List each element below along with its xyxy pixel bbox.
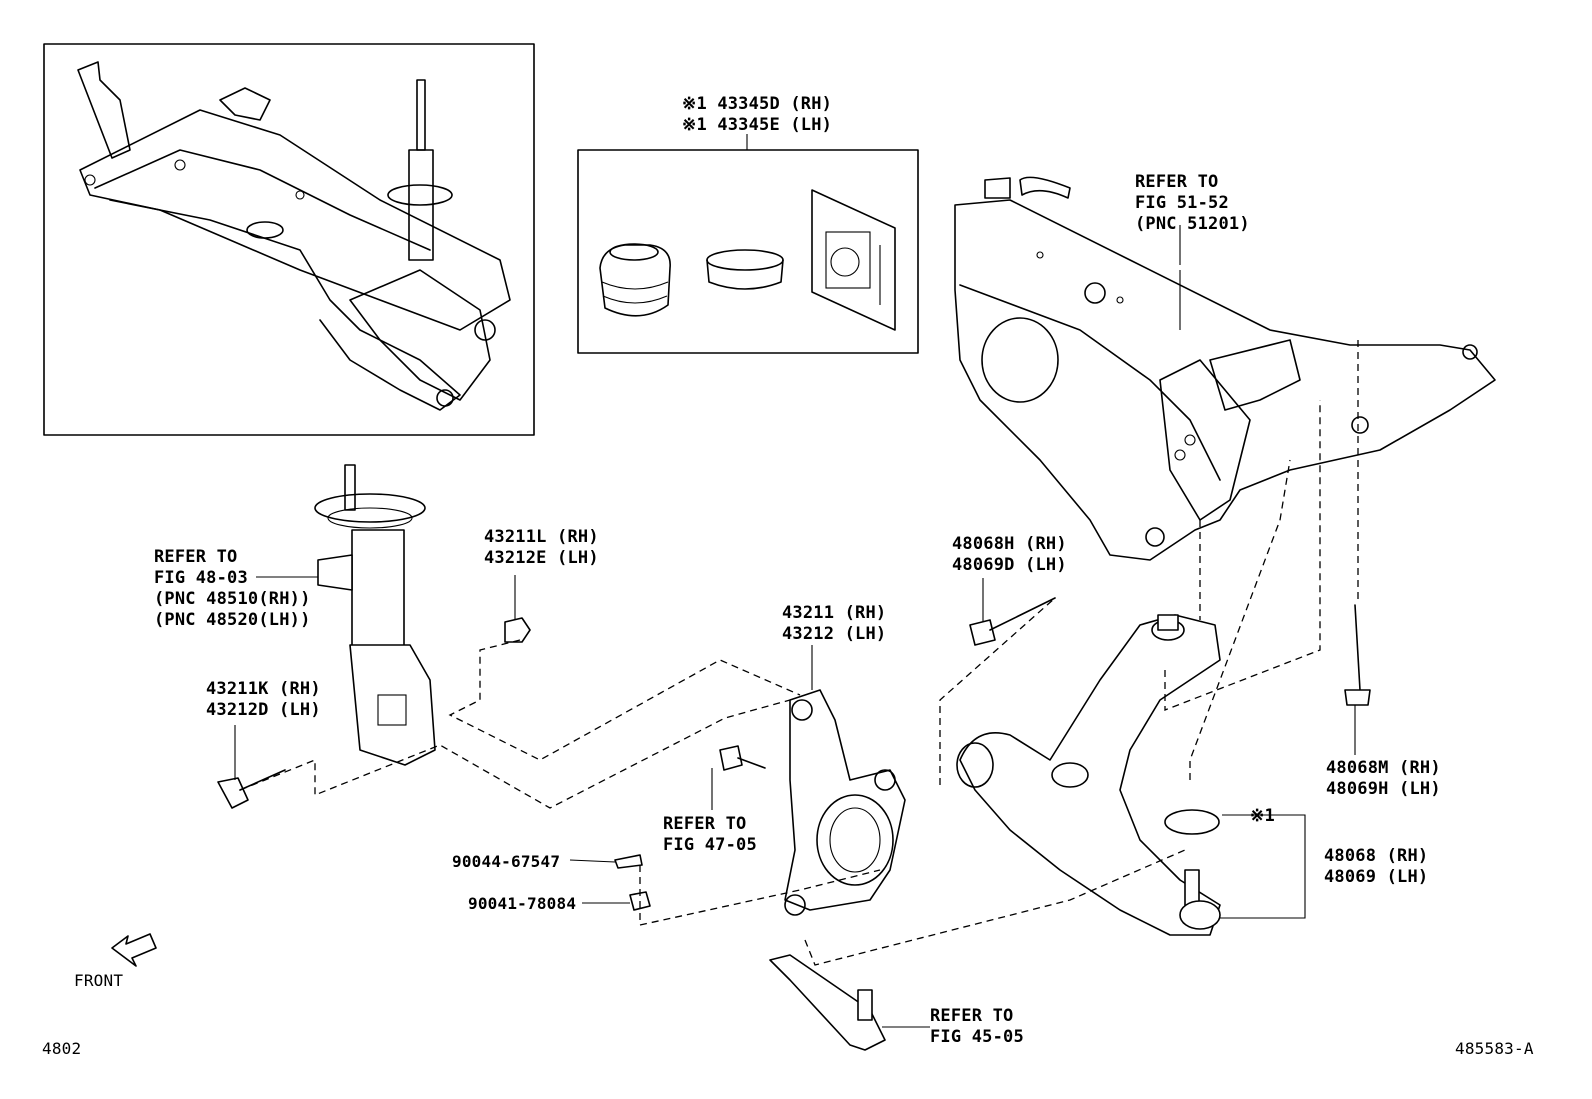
leader-lines xyxy=(234,225,1356,1028)
strut-ref-line3: (PNC 48510(RH)) xyxy=(154,589,311,609)
figure-number: 4802 xyxy=(42,1039,82,1058)
strut-ref-line2: FIG 48-03 xyxy=(154,568,248,588)
hub-ref-line2: FIG 47-05 xyxy=(663,835,757,855)
lower-arm-label-rh: 48068 (RH) xyxy=(1324,846,1429,866)
seal-kit-label-rh: ※1 43345D (RH) xyxy=(682,94,833,114)
seal-kit-label-lh: ※1 43345E (LH) xyxy=(682,115,833,135)
front-arrow-icon xyxy=(111,933,157,967)
ball-joint-note: ※1 xyxy=(1250,806,1275,826)
strut-assembly xyxy=(314,464,436,766)
steering-knuckle xyxy=(784,689,906,916)
lower-arm-label-lh: 48069 (LH) xyxy=(1324,867,1429,887)
clip-part-number: 90044-67547 xyxy=(452,852,561,871)
strut-ref-line4: (PNC 48520(LH)) xyxy=(154,610,311,630)
bolt-rear-label-lh: 48069H (LH) xyxy=(1326,779,1441,799)
bolt-front-label-rh: 48068H (RH) xyxy=(952,534,1067,554)
crossmember xyxy=(954,176,1496,561)
bolt-strut-label-rh: 43211K (RH) xyxy=(206,679,321,699)
strut-ref-line1: REFER TO xyxy=(154,547,238,567)
crossmember-ref-line1: REFER TO xyxy=(1135,172,1219,192)
knuckle-label-lh: 43212 (LH) xyxy=(782,624,887,644)
knuckle-label-rh: 43211 (RH) xyxy=(782,603,887,623)
front-label: FRONT xyxy=(74,971,124,990)
tierod-ref-line2: FIG 45-05 xyxy=(930,1027,1024,1047)
nut-upper-label-lh: 43212E (LH) xyxy=(484,548,599,568)
nut-part-number: 90041-78084 xyxy=(468,894,577,913)
assembly-lines xyxy=(239,340,1359,966)
nut-upper-label-rh: 43211L (RH) xyxy=(484,527,599,547)
lower-control-arm xyxy=(956,614,1221,936)
bolt-strut-label-lh: 43212D (LH) xyxy=(206,700,321,720)
hub-ref-line1: REFER TO xyxy=(663,814,747,834)
tierod-ref-line1: REFER TO xyxy=(930,1006,1014,1026)
bolt-front-label-lh: 48069D (LH) xyxy=(952,555,1067,575)
illustration-id: 485583-A xyxy=(1455,1039,1534,1058)
bolt-rear-label-rh: 48068M (RH) xyxy=(1326,758,1441,778)
crossmember-ref-line2: FIG 51-52 xyxy=(1135,193,1229,213)
seal-kit-box xyxy=(577,134,919,354)
fasteners xyxy=(217,597,1371,1051)
crossmember-ref-line3: (PNC 51201) xyxy=(1135,214,1250,234)
overview-inset xyxy=(43,43,535,436)
